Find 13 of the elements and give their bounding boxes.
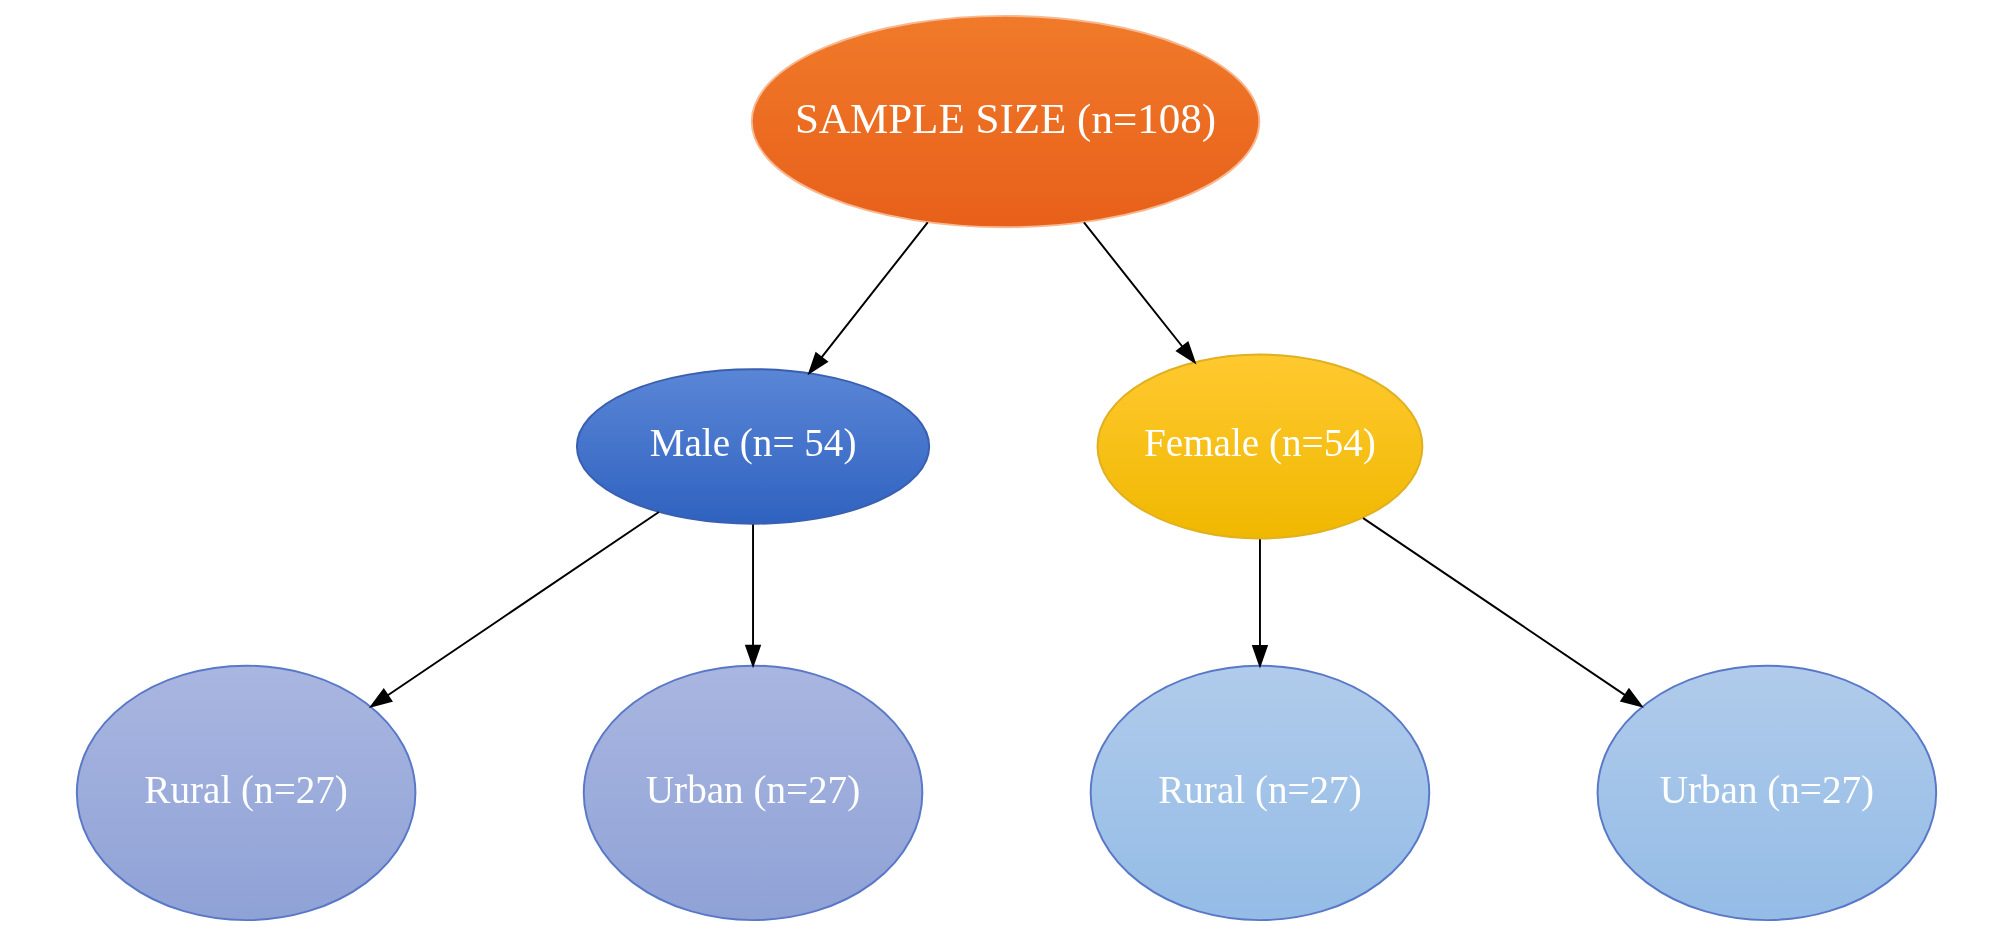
arrow xyxy=(744,523,762,669)
node-ellipse: Urban (n=27) xyxy=(582,664,924,922)
node-ellipse: Rural (n=27) xyxy=(75,664,417,922)
node-ellipse: Male (n= 54) xyxy=(575,368,931,525)
arrow xyxy=(1082,221,1197,365)
arrow xyxy=(368,511,660,708)
arrow xyxy=(807,221,929,376)
node-ellipse: SAMPLE SIZE (n=108) xyxy=(750,14,1261,229)
arrow xyxy=(1362,517,1644,708)
arrow xyxy=(1251,538,1269,669)
node-ellipse: Urban (n=27) xyxy=(1596,664,1938,922)
node-ellipse: Female (n=54) xyxy=(1096,353,1424,540)
node-ellipse: Rural (n=27) xyxy=(1089,664,1431,922)
